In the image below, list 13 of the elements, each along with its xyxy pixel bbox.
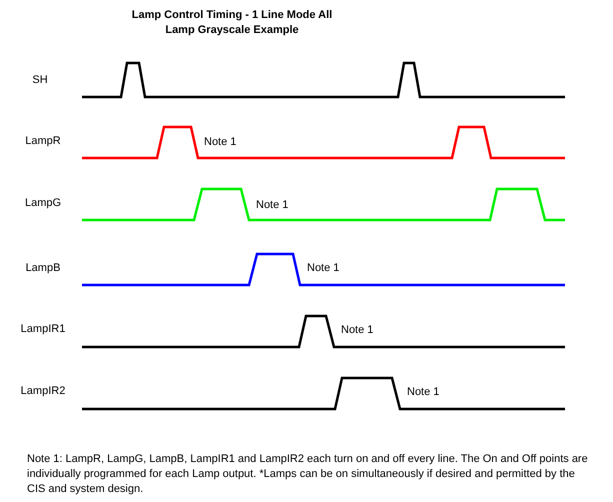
signal-name: LampIR2: [20, 385, 66, 397]
signal-name: LampIR1: [20, 323, 66, 335]
signal-name: LampR: [24, 135, 62, 147]
note-label: Note 1: [204, 136, 236, 148]
diagram-title: Lamp Control Timing - 1 Line Mode All Lamp Grayscale Example: [130, 8, 334, 38]
note-label: Note 1: [407, 386, 440, 398]
signal-name: LampG: [24, 197, 62, 209]
caption: Note 1: LampR, LampG, LampB, LampIR1 and LampIR2 each turn on and off every line. The On and Off points are individually programmed for each Lamp output. *Lamps can be on simultaneously if desired and permitted by the CIS and system design.: [27, 452, 589, 497]
signal-name: SH: [31, 74, 49, 86]
note-label: Note 1: [307, 262, 340, 274]
note-label: Note 1: [341, 324, 374, 336]
note-label: Note 1: [256, 199, 288, 211]
signal-name: LampB: [24, 262, 62, 274]
